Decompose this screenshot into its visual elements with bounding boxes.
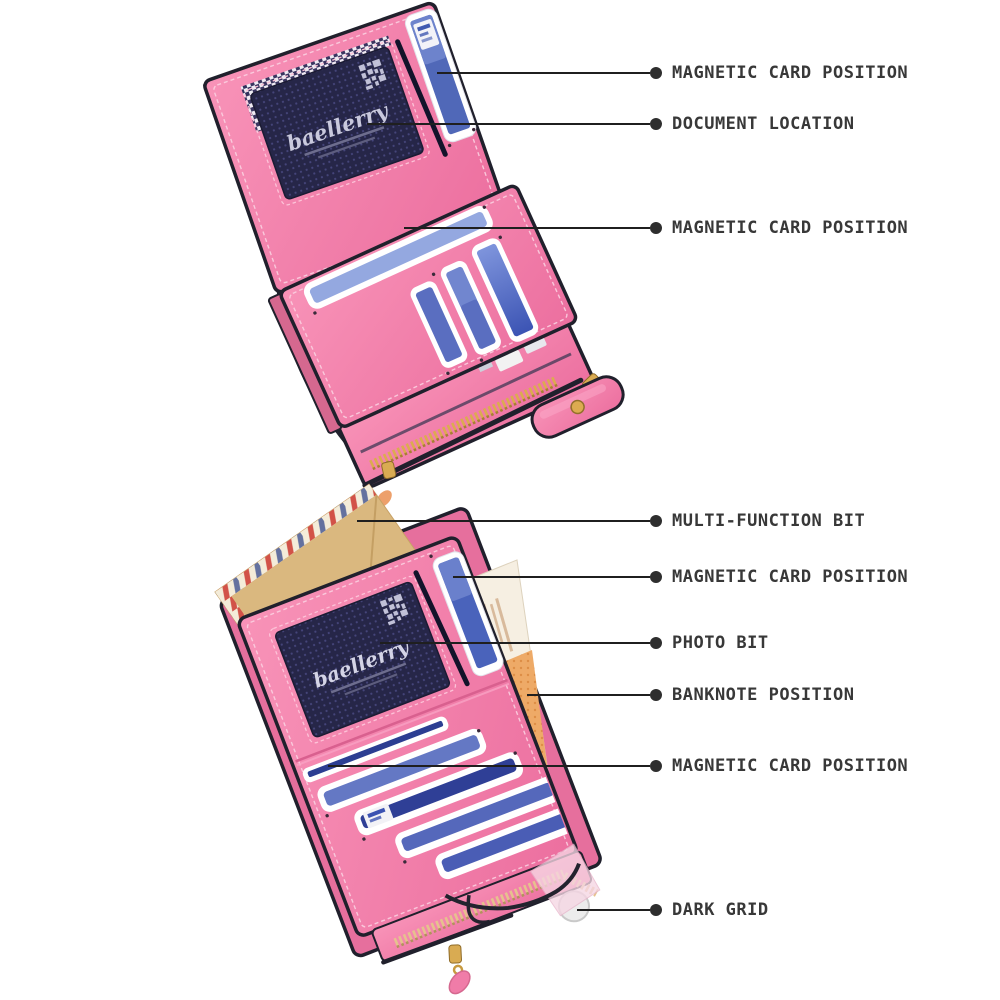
annotation-label: MAGNETIC CARD POSITION xyxy=(672,218,909,238)
annotation-row: BANKNOTE POSITION xyxy=(527,684,855,706)
leader-line xyxy=(367,123,650,125)
vertical-card-slots xyxy=(410,235,539,375)
annotation-label: MAGNETIC CARD POSITION xyxy=(672,756,909,776)
wallet-bottom-zipper-section xyxy=(371,843,601,995)
edge-cord xyxy=(444,862,581,911)
wallet-top-zipper-section xyxy=(335,316,625,507)
card-slot-top-right xyxy=(404,8,477,148)
long-card-slot xyxy=(303,205,493,315)
wallet-top: baellerry xyxy=(202,1,625,507)
snap-strap xyxy=(530,375,625,439)
leader-line xyxy=(357,520,650,522)
leader-dot xyxy=(650,637,662,649)
annotation-label: DOCUMENT LOCATION xyxy=(672,114,855,134)
annotation-label: DARK GRID xyxy=(672,900,769,920)
dark-grid-coin-window xyxy=(529,843,601,917)
document-slit xyxy=(413,570,470,687)
annotation-label: MAGNETIC CARD POSITION xyxy=(672,567,909,587)
document-slit xyxy=(395,39,448,157)
wallet-top-upper-flap: baellerry xyxy=(203,1,507,294)
zipper-teeth xyxy=(369,376,559,469)
annotation-label: MULTI-FUNCTION BIT xyxy=(672,511,866,531)
leader-dot xyxy=(650,689,662,701)
inner-slot-tab xyxy=(495,350,524,372)
leader-line xyxy=(328,765,650,767)
annotation-label: MAGNETIC CARD POSITION xyxy=(672,63,909,83)
annotation-row: MAGNETIC CARD POSITION xyxy=(404,217,908,239)
wallet-bottom: baellerry xyxy=(214,483,602,995)
wallet-bottom-main-panel: baellerry xyxy=(237,536,601,995)
wallet-top-lower-panel xyxy=(267,184,578,434)
annotation-row: PHOTO BIT xyxy=(380,632,769,654)
snap-rivet xyxy=(570,399,585,415)
lower-card-slots xyxy=(302,716,575,880)
annotation-row: DARK GRID xyxy=(577,899,769,921)
leader-line xyxy=(380,642,650,644)
annotation-row: MULTI-FUNCTION BIT xyxy=(357,510,865,532)
annotation-label: BANKNOTE POSITION xyxy=(672,685,855,705)
zipper-pull xyxy=(381,460,397,480)
annotation-row: MAGNETIC CARD POSITION xyxy=(437,62,908,84)
leader-dot xyxy=(650,571,662,583)
leader-dot xyxy=(650,222,662,234)
leader-line xyxy=(527,694,650,696)
annotation-label: PHOTO BIT xyxy=(672,633,769,653)
annotation-row: DOCUMENT LOCATION xyxy=(367,113,855,135)
leader-dot xyxy=(650,67,662,79)
leader-dot xyxy=(650,760,662,772)
leader-dot xyxy=(650,118,662,130)
leader-line xyxy=(404,227,650,229)
airmail-border xyxy=(215,484,377,603)
leader-dot xyxy=(650,904,662,916)
leader-dot xyxy=(650,515,662,527)
leader-line xyxy=(453,576,650,578)
id-window-top: baellerry xyxy=(244,40,430,206)
annotation-row: MAGNETIC CARD POSITION xyxy=(453,566,908,588)
leader-line xyxy=(437,72,650,74)
annotation-row: MAGNETIC CARD POSITION xyxy=(328,755,908,777)
fold-seam xyxy=(295,678,508,763)
leader-line xyxy=(577,909,650,911)
card-slot-right xyxy=(429,551,504,677)
pull-tassel xyxy=(448,970,471,995)
